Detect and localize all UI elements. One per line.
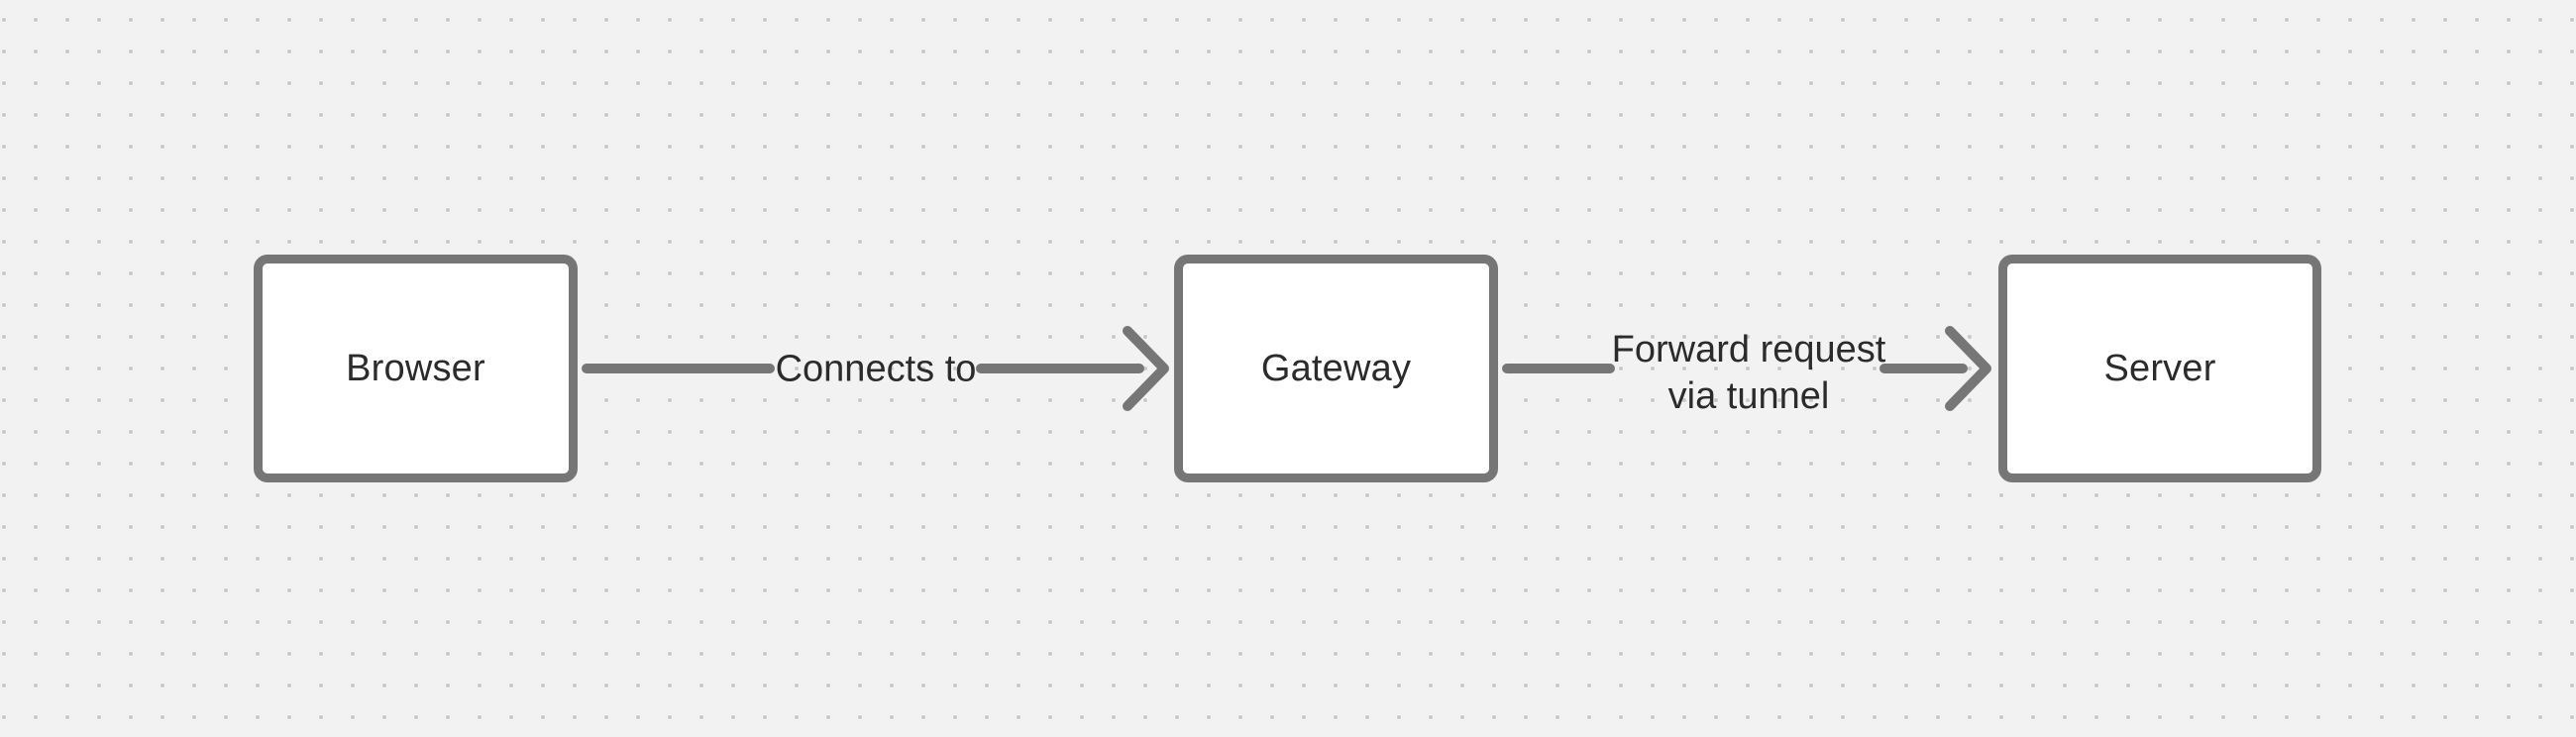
node-server-label: Server <box>2103 348 2216 389</box>
node-gateway[interactable]: Gateway <box>1174 255 1498 482</box>
edge-label-forward-request[interactable]: Forward request via tunnel <box>1612 327 1886 420</box>
arrowhead-right-icon[interactable] <box>1945 326 1991 411</box>
node-browser[interactable]: Browser <box>254 255 578 482</box>
edge-label-line-1: Forward request <box>1611 329 1886 370</box>
edge-gateway-server[interactable] <box>1502 326 1991 411</box>
node-server[interactable]: Server <box>1998 255 2321 482</box>
node-browser-label: Browser <box>346 348 485 389</box>
edge-browser-gateway[interactable] <box>582 326 1169 411</box>
edge-label-line-2: via tunnel <box>1667 375 1830 417</box>
arrowhead-right-icon[interactable] <box>1123 326 1169 411</box>
edge-label-connects-to[interactable]: Connects to <box>775 348 977 390</box>
node-gateway-label: Gateway <box>1260 348 1412 389</box>
